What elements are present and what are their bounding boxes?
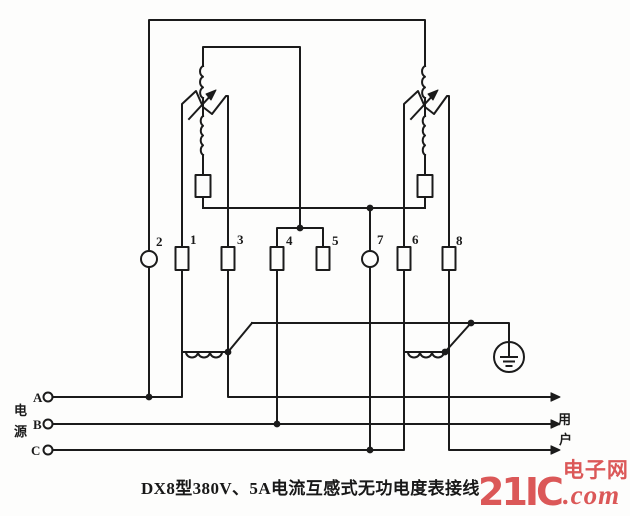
right-voltage-coil-lower — [421, 114, 427, 157]
inner-voltage-loop-wire — [202, 46, 301, 229]
source-label-char-1: 电 — [14, 403, 27, 418]
left-voltage-coil-upper — [199, 64, 205, 100]
phase-c-label: C — [31, 443, 40, 458]
left-coil-adjust-arrowhead-icon — [205, 89, 217, 101]
user-label-char-1: 用 — [557, 412, 571, 427]
right-voltage-coil-upper — [421, 64, 427, 100]
left-coil-tap-bracket — [181, 90, 229, 248]
terminal-7-screw — [361, 250, 379, 268]
earth-bus-wire — [251, 322, 510, 343]
junction-dot — [366, 446, 374, 454]
phase-a-line — [52, 351, 552, 398]
terminal-1-post — [174, 246, 190, 271]
terminal-label-7: 7 — [377, 232, 384, 247]
right-coil-adjust-arrowhead-icon — [427, 89, 439, 101]
right-ct-earth-diagonal — [443, 321, 473, 354]
right-current-transformer-coil — [406, 350, 446, 359]
source-label-char-2: 源 — [14, 424, 27, 439]
outer-voltage-loop-wire — [148, 19, 426, 252]
user-label-char-2: 户 — [559, 432, 572, 447]
terminal-label-1: 1 — [190, 232, 197, 247]
left-series-resistor — [194, 174, 212, 198]
terminal-2-screw — [140, 250, 158, 268]
ground-icon — [500, 343, 518, 367]
terminal-5-post — [315, 246, 331, 271]
terminal-label-5: 5 — [332, 233, 339, 248]
terminal-label-4: 4 — [286, 233, 293, 248]
terminal-4-post — [269, 246, 285, 271]
terminal-label-8: 8 — [456, 233, 463, 248]
junction-dot — [467, 319, 475, 327]
terminal-label-3: 3 — [237, 232, 244, 247]
junction-dot — [441, 348, 449, 356]
terminal-8-post — [441, 246, 457, 271]
junction-dot — [224, 348, 232, 356]
left-voltage-coil-lower — [199, 114, 205, 157]
phase-b-source-node — [42, 418, 54, 430]
junction-dot — [273, 420, 281, 428]
left-ct-earth-diagonal — [226, 321, 254, 354]
junction-dot — [145, 393, 153, 401]
phase-a-label: A — [33, 390, 43, 405]
phase-a-arrowhead-icon — [550, 392, 561, 402]
phase-c-source-node — [42, 444, 54, 456]
right-series-resistor — [416, 174, 434, 198]
phase-b-label: B — [33, 417, 42, 432]
phase-c-arrowhead-icon — [550, 445, 561, 455]
left-current-transformer-coil — [184, 350, 224, 359]
figure-caption: DX8型380V、5A电流互感式无功电度表接线 — [141, 479, 480, 498]
junction-dot — [296, 224, 304, 232]
right-coil-tap-bracket — [403, 90, 450, 248]
terminal-6-post — [396, 246, 412, 271]
phase-b-arrowhead-icon — [550, 419, 561, 429]
junction-dot — [366, 204, 374, 212]
phase-a-source-node — [42, 391, 54, 403]
phase-c-line — [52, 351, 552, 451]
terminal-label-6: 6 — [412, 232, 419, 247]
terminal-3-post — [220, 246, 236, 271]
terminal-label-2: 2 — [156, 234, 163, 249]
